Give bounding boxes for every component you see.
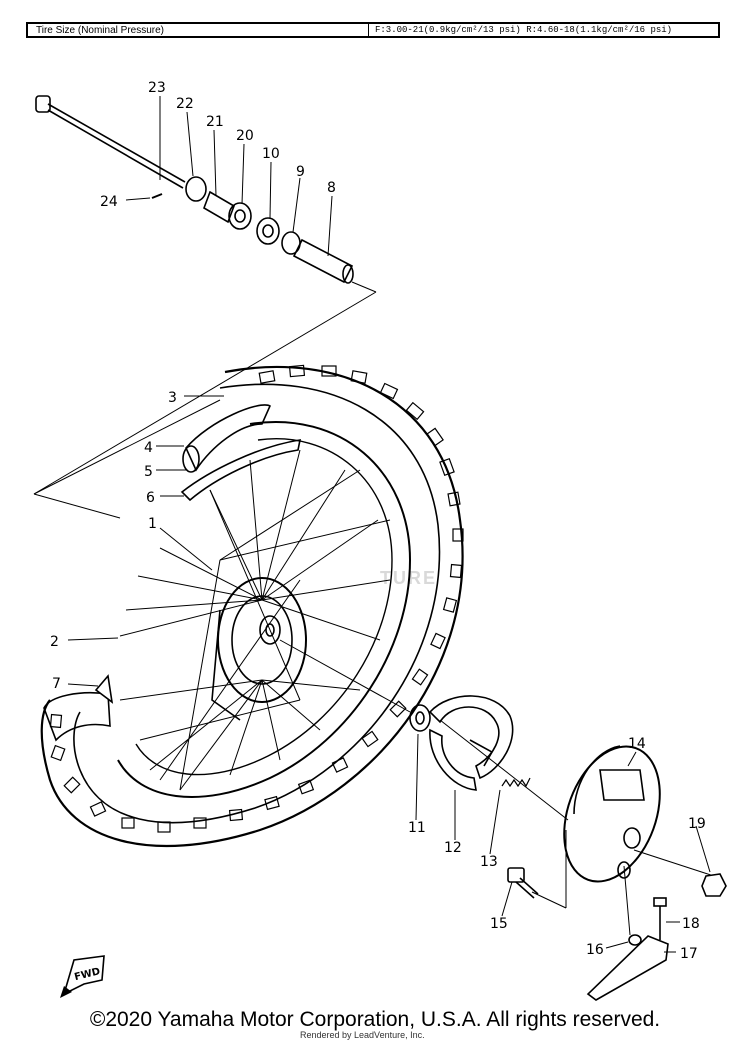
- callout-1: 1: [148, 516, 157, 532]
- callout-22: 22: [176, 96, 194, 112]
- hub[interactable]: [211, 577, 307, 721]
- callout-15: 15: [490, 916, 508, 932]
- watermark: TURE: [380, 568, 437, 588]
- callout-24: 24: [100, 194, 118, 210]
- callout-12: 12: [444, 840, 462, 856]
- brake-shoe[interactable]: [428, 695, 514, 791]
- callout-8: 8: [327, 180, 336, 196]
- rim[interactable]: [117, 421, 412, 798]
- callout-2: 2: [50, 634, 59, 650]
- spacer-part[interactable]: [203, 190, 235, 224]
- axle[interactable]: [35, 95, 186, 189]
- callout-13: 13: [480, 854, 498, 870]
- bearing-part-10[interactable]: [256, 217, 280, 245]
- tire-size-label: Tire Size (Nominal Pressure): [28, 24, 369, 36]
- callout-7: 7: [52, 676, 61, 692]
- camshaft[interactable]: [507, 867, 539, 899]
- bearing-part-20[interactable]: [228, 202, 252, 230]
- collar-part[interactable]: [185, 176, 207, 202]
- callout-20: 20: [236, 128, 254, 144]
- render-credit: Rendered by LeadVenture, Inc.: [300, 1030, 425, 1040]
- axle-nut[interactable]: [701, 873, 727, 897]
- oil-seal-11[interactable]: [409, 704, 431, 732]
- tire[interactable]: [40, 364, 464, 848]
- callout-23: 23: [148, 80, 166, 96]
- spokes: [119, 449, 391, 791]
- bolt[interactable]: [653, 897, 667, 940]
- tire-size-value: F:3.00-21(0.9kg/cm²/13 psi) R:4.60-18(1.…: [375, 25, 673, 35]
- callout-17: 17: [680, 946, 698, 962]
- rim-band[interactable]: [180, 439, 302, 502]
- washer[interactable]: [628, 934, 642, 946]
- spring[interactable]: [501, 777, 531, 788]
- callout-10: 10: [262, 146, 280, 162]
- copyright-footer: ©2020 Yamaha Motor Corporation, U.S.A. A…: [89, 1008, 661, 1031]
- callout-5: 5: [144, 464, 153, 480]
- tire-size-spec-bar: Tire Size (Nominal Pressure) F:3.00-21(0…: [26, 22, 720, 38]
- forward-arrow-icon: FWD: [60, 955, 105, 998]
- tube[interactable]: [182, 404, 272, 473]
- callout-18: 18: [682, 916, 700, 932]
- callout-16: 16: [586, 942, 604, 958]
- brake-shoe-plate[interactable]: [547, 733, 678, 895]
- callout-4: 4: [144, 440, 153, 456]
- callout-14: 14: [628, 736, 646, 752]
- callout-21: 21: [206, 114, 224, 130]
- callout-3: 3: [168, 390, 177, 406]
- valve-stem[interactable]: [94, 674, 114, 704]
- cam-lever[interactable]: [586, 935, 669, 1001]
- callout-9: 9: [296, 164, 305, 180]
- callout-19: 19: [688, 816, 706, 832]
- spacer-tube-part[interactable]: [292, 238, 354, 284]
- pin-24[interactable]: [151, 193, 163, 199]
- callout-11: 11: [408, 820, 426, 836]
- callout-6: 6: [146, 490, 155, 506]
